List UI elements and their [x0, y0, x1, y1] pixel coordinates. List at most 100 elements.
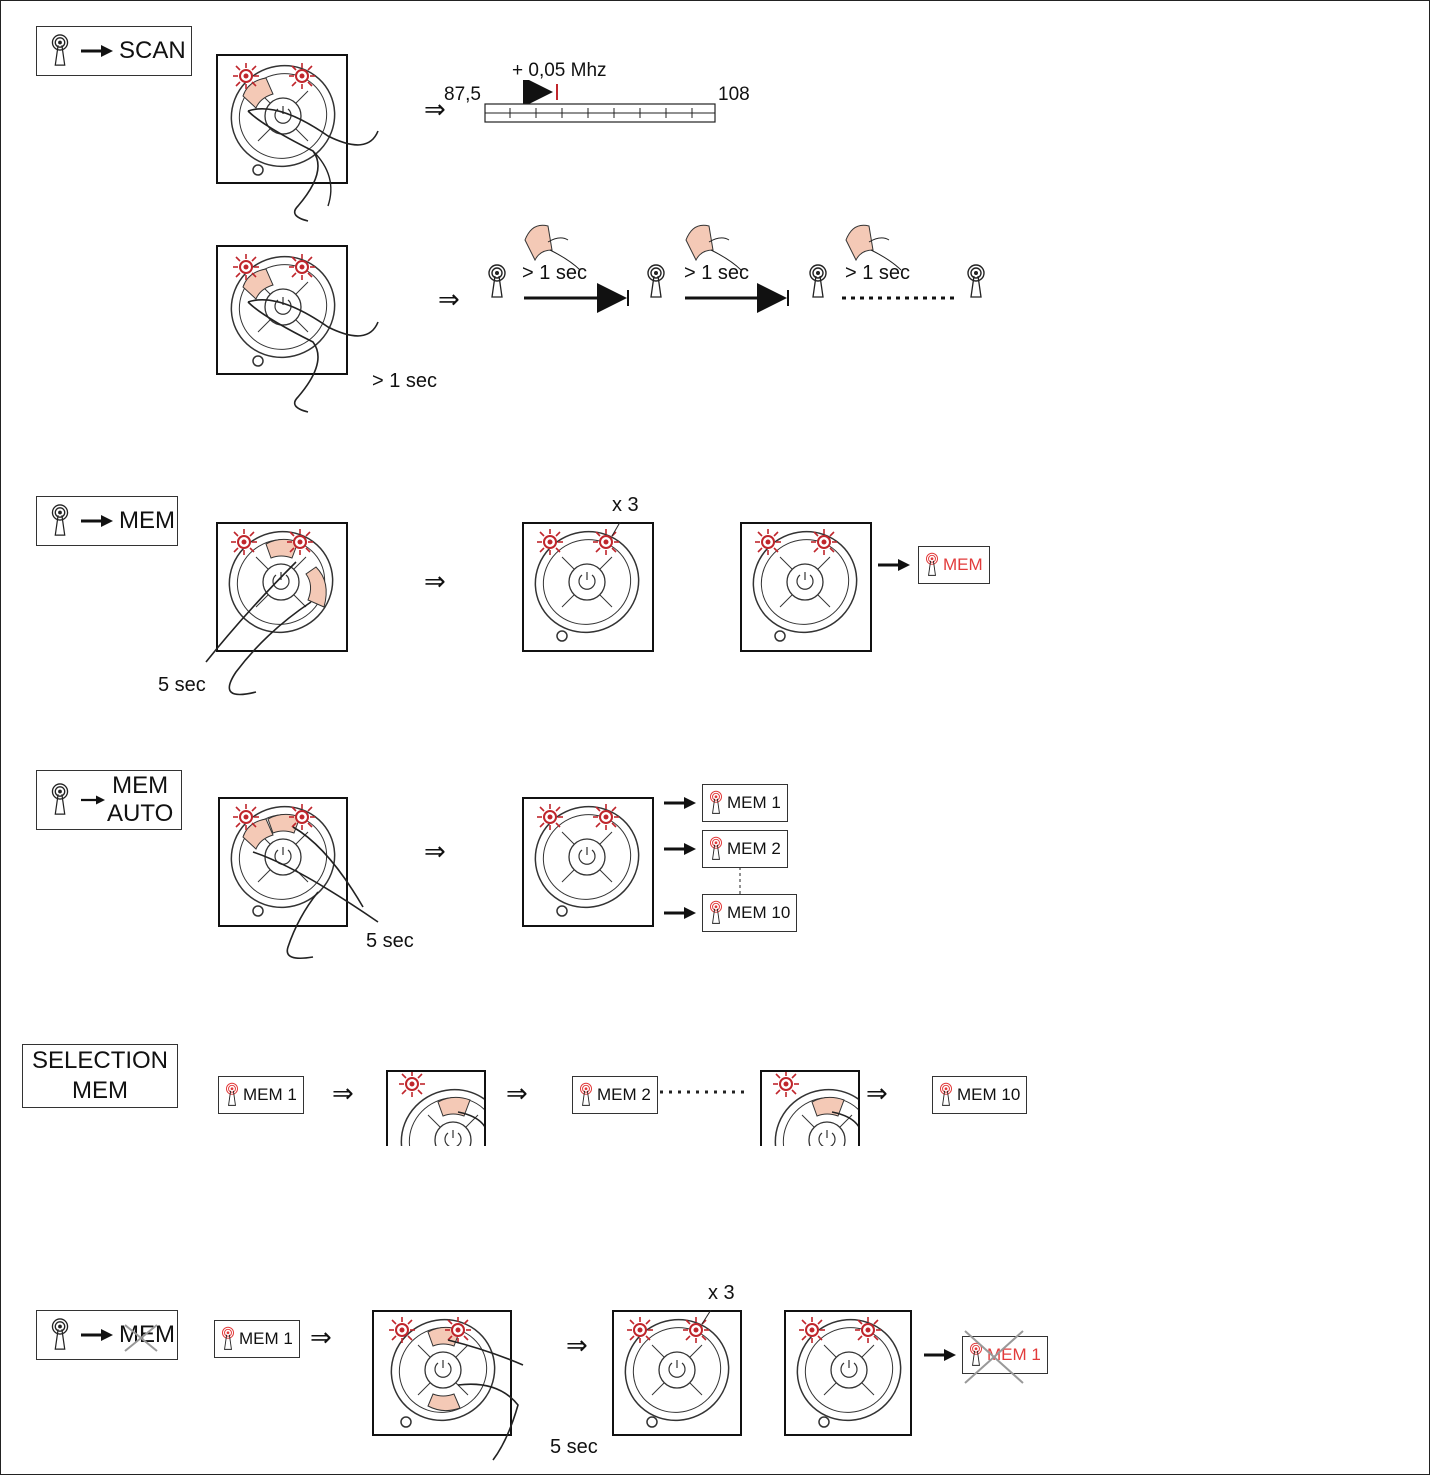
- keypad-panel-mem-auto-result: [522, 797, 654, 927]
- arrow-right-icon: [664, 797, 696, 809]
- scan-range-start: 87,5: [444, 84, 481, 105]
- keypad-illustration: [213, 238, 379, 413]
- hand-icon: [205, 561, 312, 696]
- keypad-illustration: [612, 1310, 742, 1436]
- keypad-panel-scan-press: [213, 47, 379, 222]
- delete-mem-title-wrap: MEM: [119, 1321, 175, 1352]
- arrow-right-icon: [81, 795, 105, 805]
- antenna-icon: [709, 900, 723, 924]
- keypad-illustration: [522, 797, 654, 926]
- antenna-icon: [809, 264, 827, 298]
- implies-symbol: ⇒: [438, 284, 460, 314]
- led-icon: [232, 62, 260, 90]
- hop-label-3: > 1 sec: [845, 262, 911, 284]
- mem-result-label: MEM: [943, 555, 983, 574]
- mem-auto-title-line1: MEM: [112, 772, 169, 799]
- keypad-panel-delete-done: [784, 1310, 912, 1436]
- mem-auto-chip-label: MEM 10: [727, 903, 791, 922]
- selection-chip-3: MEM 10: [932, 1076, 1028, 1114]
- antenna-icon: [579, 1082, 593, 1106]
- implies-symbol: ⇒: [424, 836, 446, 866]
- antenna-icon: [51, 783, 69, 815]
- antenna-icon: [488, 264, 506, 298]
- antenna-icon: [51, 1318, 69, 1350]
- mem-result-chip: MEM: [918, 546, 990, 584]
- arrow-right-icon: [878, 559, 910, 571]
- mem-auto-title-line2: AUTO: [107, 800, 174, 827]
- mem-auto-chip-3: MEM 10: [702, 894, 798, 932]
- delete-mem-title-box: MEM: [36, 1310, 178, 1360]
- delete-press-time: 5 sec: [550, 1436, 598, 1458]
- selection-chip-label: MEM 10: [957, 1085, 1021, 1104]
- cross-out-icon: [124, 1324, 158, 1352]
- led-icon: [288, 62, 316, 90]
- keypad-panel-selection-2: [760, 1070, 860, 1146]
- selection-title-line1: SELECTION: [31, 1047, 169, 1074]
- mem-title-box: MEM: [36, 496, 178, 546]
- arrow-right-icon: [81, 1329, 113, 1341]
- implies-symbol: ⇒: [424, 566, 446, 596]
- keypad-panel-mem-done: [740, 522, 872, 652]
- cross-out-icon: [964, 1330, 1024, 1384]
- keypad-panel-mem-auto-press: [213, 788, 379, 960]
- antenna-icon: [925, 552, 939, 576]
- antenna-icon: [709, 836, 723, 860]
- antenna-icon: [709, 790, 723, 814]
- implies-symbol: ⇒: [332, 1078, 354, 1108]
- scan-step-label: + 0,05 Mhz: [512, 60, 607, 81]
- keypad-illustration: [388, 1072, 484, 1146]
- arrow-right-icon: [81, 45, 113, 57]
- selection-chip-label: MEM 2: [597, 1085, 651, 1104]
- selection-chip-label: MEM 1: [243, 1085, 297, 1104]
- mem-auto-chip-label: MEM 2: [727, 839, 781, 858]
- hand-icon: [447, 1339, 524, 1461]
- keypad-illustration: [205, 513, 351, 696]
- keypad-panel-mem-blink: [522, 522, 654, 652]
- arrow-right-icon: [664, 907, 696, 919]
- implies-symbol: ⇒: [866, 1078, 888, 1108]
- implies-symbol: ⇒: [566, 1330, 588, 1360]
- keypad-panel-mem-press: [205, 513, 351, 696]
- scan-hop-sequence: [488, 224, 985, 313]
- mem-blink-count: x 3: [612, 494, 639, 516]
- antenna-icon: [967, 264, 985, 298]
- mem-auto-chip-label: MEM 1: [727, 793, 781, 812]
- delete-blink-count: x 3: [708, 1282, 735, 1304]
- scan-range-end: 108: [718, 84, 750, 105]
- keypad-panel-delete-blink: [612, 1310, 742, 1436]
- keypad-illustration: [522, 522, 654, 651]
- antenna-icon: [51, 34, 69, 66]
- arrow-right-icon: [664, 843, 696, 855]
- implies-symbol: ⇒: [424, 94, 446, 124]
- hand-icon: [252, 826, 379, 923]
- delete-start-chip: MEM 1: [214, 1320, 300, 1358]
- selection-title-line2: MEM: [72, 1077, 128, 1104]
- implies-symbol: ⇒: [506, 1078, 528, 1108]
- continuation-dashes: [739, 867, 741, 895]
- mem-auto-title-box: MEM AUTO: [36, 770, 182, 830]
- keypad-panel-delete-press: [372, 1301, 524, 1461]
- delete-result-chip: MEM 1: [962, 1330, 1048, 1384]
- keypad-illustration: [740, 522, 872, 651]
- delete-result-label: MEM 1: [987, 1345, 1041, 1364]
- keypad-illustration: [762, 1072, 858, 1146]
- implies-symbol: ⇒: [310, 1322, 332, 1352]
- selection-title-box: SELECTION MEM: [22, 1044, 178, 1108]
- antenna-icon: [221, 1326, 235, 1350]
- hop-label-1: > 1 sec: [522, 262, 588, 284]
- mem-title: MEM: [119, 507, 175, 534]
- mem-auto-chip-1: MEM 1: [702, 784, 788, 822]
- selection-chip-2: MEM 2: [572, 1076, 658, 1114]
- frequency-scale: [484, 80, 716, 123]
- selection-chip-1: MEM 1: [218, 1076, 304, 1114]
- antenna-icon: [225, 1082, 239, 1106]
- continuation-dots: [660, 1090, 750, 1094]
- keypad-illustration: [213, 788, 379, 960]
- hop-label-2: > 1 sec: [684, 262, 750, 284]
- keypad-illustration: [784, 1310, 912, 1436]
- scan-title-box: SCAN: [36, 26, 192, 76]
- scan-title: SCAN: [119, 37, 186, 64]
- keypad-illustration: [213, 47, 379, 222]
- hand-icon: [247, 108, 379, 146]
